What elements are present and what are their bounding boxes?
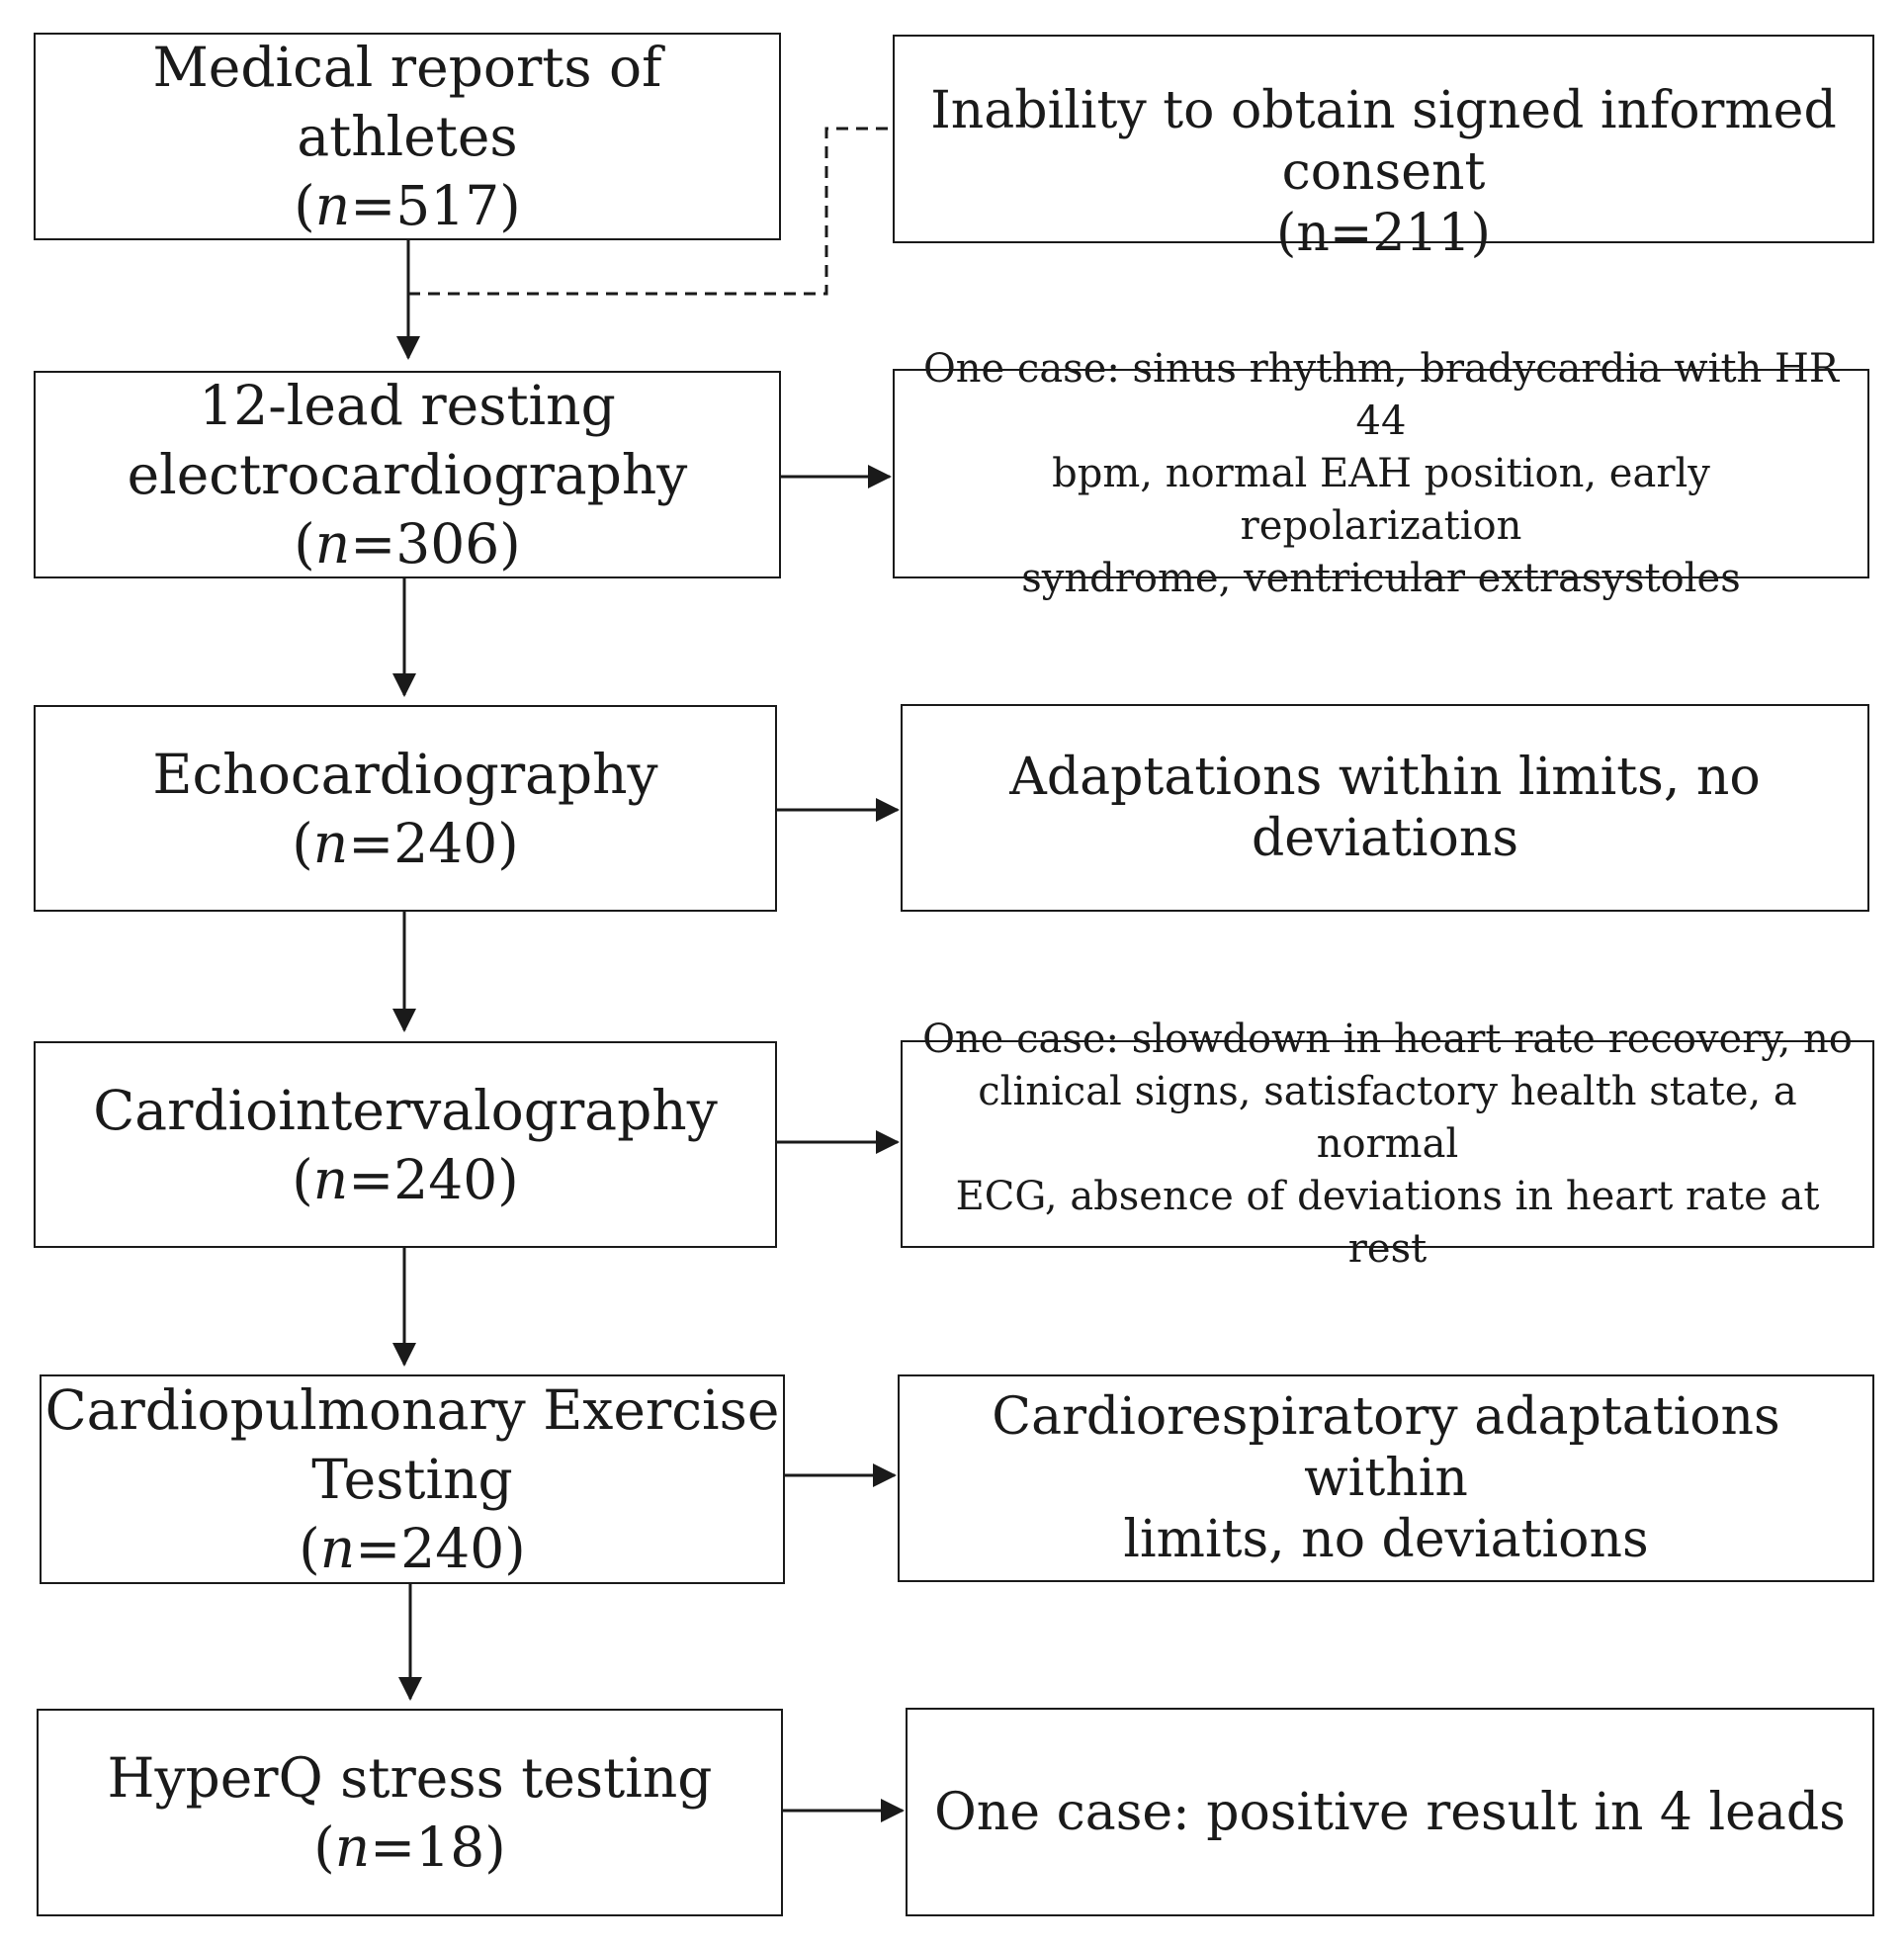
step-medical-reports: Medical reports of athletes (n=517) [34,33,781,240]
step-title: Cardiointervalography [93,1078,718,1142]
outcome-line-3: ECG, absence of deviations in heart rate… [955,1173,1820,1272]
step-count: (n=18) [313,1815,506,1879]
dashed-exclusion-connector [408,127,893,296]
outcome-hyperq: One case: positive result in 4 leads [906,1708,1874,1916]
step-count: (n=240) [292,811,519,875]
step-ecg: 12-lead resting electrocardiography (n=3… [34,371,781,578]
step-cpet: Cardiopulmonary Exercise Testing (n=240) [40,1374,785,1584]
step-count: (n=240) [292,1147,519,1211]
step-title-line-1: 12-lead resting [199,374,616,437]
outcome-cardiointervalography: One case: slowdown in heart rate recover… [901,1017,1874,1272]
step-title: Medical reports of athletes [152,36,662,168]
step-count: (n=306) [294,512,521,576]
step-title-line-1: Cardiopulmonary Exercise [44,1378,780,1442]
outcome-line-2: limits, no deviations [1123,1510,1649,1569]
outcome-cpet: Cardiorespiratory adaptations within lim… [898,1374,1874,1582]
outcome-exclusion-consent: Inability to obtain signed informed cons… [893,35,1874,263]
step-count: (n=240) [299,1517,526,1580]
outcome-line-3: syndrome, ventricular extrasystoles [1021,555,1741,601]
step-title: Echocardiography [152,742,658,806]
outcome-line-1: Cardiorespiratory adaptations within [992,1387,1780,1508]
outcome-line-2: bpm, normal EAH position, early repolari… [1052,450,1710,549]
outcome-echocardiography: Adaptations within limits, no deviations [901,704,1869,912]
outcome-line-2: (n=211) [1276,204,1491,263]
step-echocardiography: Echocardiography (n=240) [34,705,777,912]
outcome-line-1: Inability to obtain signed informed cons… [930,81,1837,202]
outcome-line-1: One case: sinus rhythm, bradycardia with… [922,345,1840,444]
step-title-line-2: electrocardiography [127,443,688,506]
outcome-line-1: Adaptations within limits, no deviations [1009,748,1761,868]
step-title: HyperQ stress testing [107,1746,713,1810]
step-hyperq: HyperQ stress testing (n=18) [37,1709,783,1916]
step-count: (n=517) [294,174,521,237]
step-cardiointervalography: Cardiointervalography (n=240) [34,1041,777,1248]
outcome-line-2: clinical signs, satisfactory health stat… [978,1068,1797,1167]
outcome-ecg: One case: sinus rhythm, bradycardia with… [893,346,1869,601]
outcome-line-1: One case: slowdown in heart rate recover… [922,1016,1853,1062]
step-title-line-2: Testing [311,1448,513,1511]
outcome-line-1: One case: positive result in 4 leads [934,1782,1846,1842]
